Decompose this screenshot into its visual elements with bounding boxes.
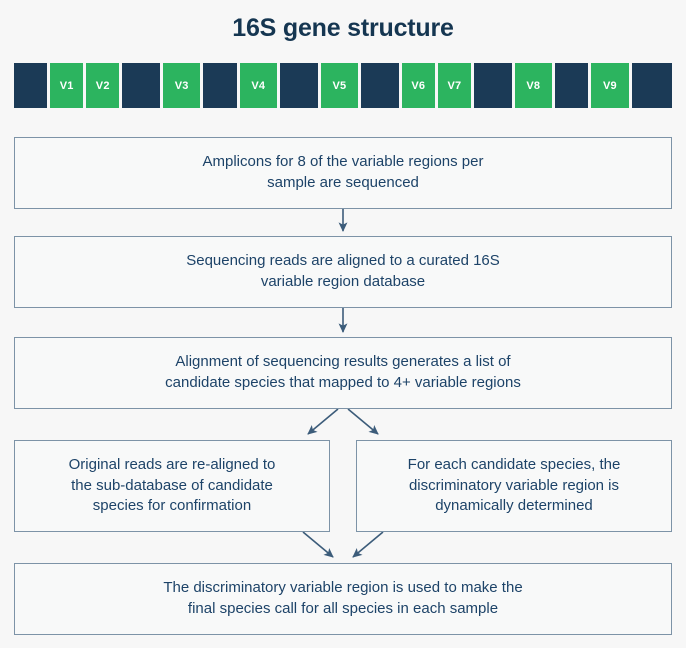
flow-step-read-alignment: Sequencing reads are aligned to a curate… <box>14 236 672 308</box>
gene-segment-label: V2 <box>95 79 110 92</box>
flow-step-text: Original reads are re-aligned to the sub… <box>68 455 276 515</box>
arrow-step4-to-step6 <box>302 531 334 558</box>
gene-segment-label: V6 <box>411 79 426 92</box>
arrow-step3-to-step4 <box>307 408 339 435</box>
flow-step-text: The discriminatory variable region is us… <box>163 579 523 617</box>
flow-step-final-species-call: The discriminatory variable region is us… <box>14 563 672 635</box>
flow-step-amplicon-sequencing: Amplicons for 8 of the variable regions … <box>14 137 672 209</box>
arrow-step3-to-step5 <box>347 408 379 435</box>
gene-segment-label: V4 <box>251 79 266 92</box>
gene-segment-conserved-0 <box>14 63 48 108</box>
gene-segment-conserved-7 <box>280 63 318 108</box>
gene-segment-v1: V1 <box>50 63 84 108</box>
flow-step-text: For each candidate species, the discrimi… <box>407 455 621 515</box>
flow-step-text: Amplicons for 8 of the variable regions … <box>202 153 484 191</box>
gene-segment-label: V9 <box>603 79 617 92</box>
flow-step-discriminatory-region-determination: For each candidate species, the discrimi… <box>356 440 672 532</box>
gene-segment-v6: V6 <box>401 63 435 108</box>
gene-segment-label: V1 <box>59 79 74 92</box>
gene-segment-conserved-3 <box>122 63 160 108</box>
flow-step-realignment-confirmation: Original reads are re-aligned to the sub… <box>14 440 330 532</box>
gene-segment-v9: V9 <box>591 63 629 108</box>
gene-segment-v7: V7 <box>437 63 471 108</box>
gene-segment-v8: V8 <box>514 63 553 108</box>
gene-structure-bar: V1 V2 V3 V4 V5 V6 V7 V8 V9 <box>14 63 672 108</box>
gene-segment-label: V3 <box>174 79 189 92</box>
gene-segment-conserved-14 <box>555 63 589 108</box>
gene-segment-label: V8 <box>526 79 541 92</box>
gene-segment-label: V5 <box>332 79 347 92</box>
gene-segment-v5: V5 <box>320 63 359 108</box>
gene-segment-conserved-16 <box>631 63 672 108</box>
gene-segment-v3: V3 <box>162 63 201 108</box>
gene-segment-v2: V2 <box>86 63 120 108</box>
gene-segment-label: V7 <box>447 79 462 92</box>
gene-segment-v4: V4 <box>239 63 278 108</box>
gene-segment-conserved-9 <box>361 63 399 108</box>
gene-segment-conserved-5 <box>203 63 237 108</box>
gene-segment-conserved-12 <box>473 63 512 108</box>
flow-step-candidate-species-list: Alignment of sequencing results generate… <box>14 337 672 409</box>
page-title: 16S gene structure <box>232 14 454 42</box>
arrow-step5-to-step6 <box>352 531 384 558</box>
flow-step-text: Alignment of sequencing results generate… <box>165 353 521 391</box>
flow-step-text: Sequencing reads are aligned to a curate… <box>186 252 500 290</box>
